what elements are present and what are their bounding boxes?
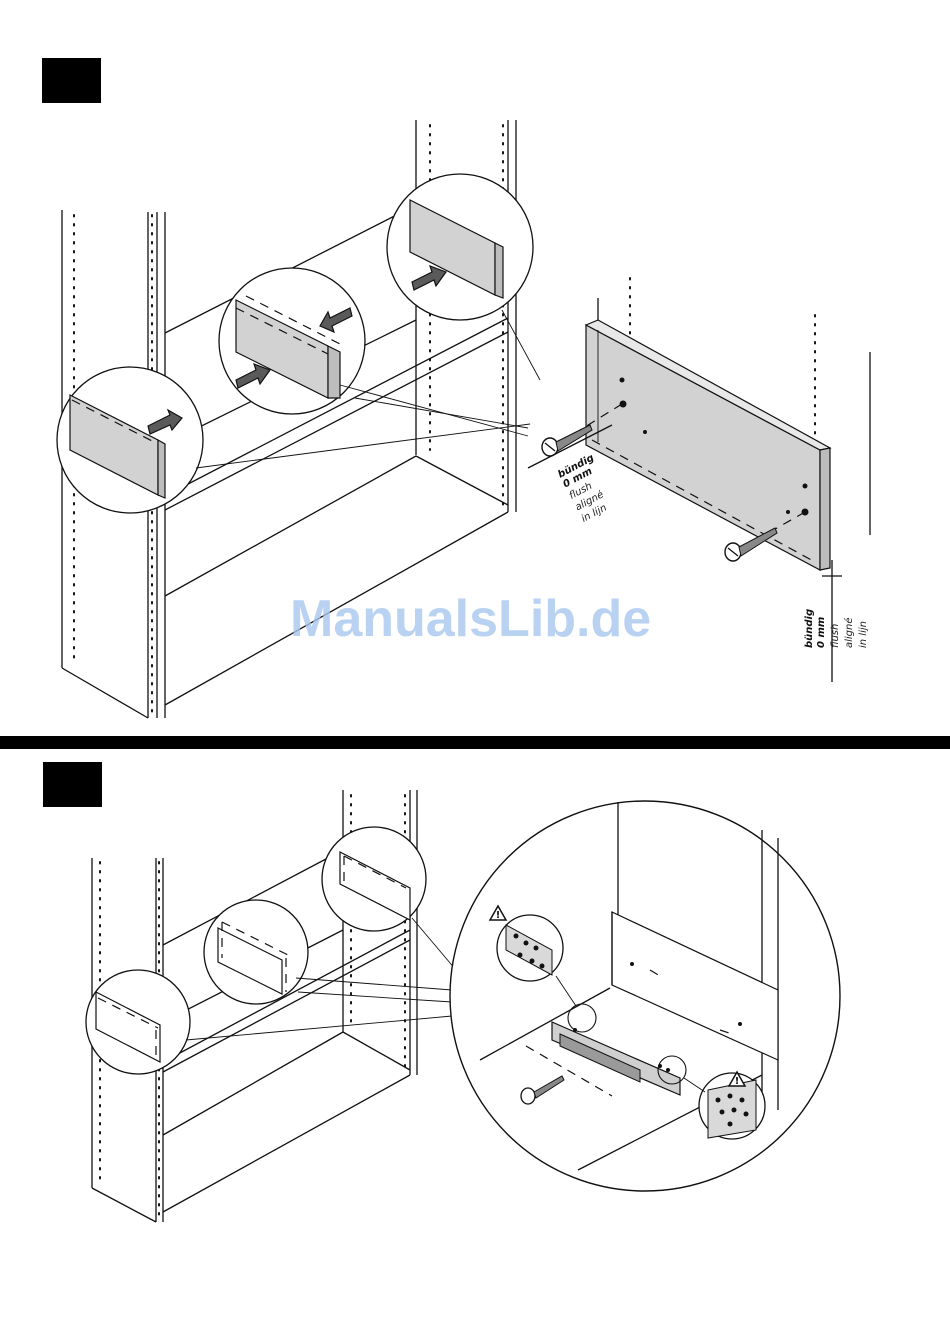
hole-pattern-inset-top (497, 915, 563, 981)
svg-text:!: ! (735, 1076, 740, 1087)
step-1-number-box (42, 58, 101, 103)
step-2-detail-circle-right (322, 827, 426, 931)
step-2-detail-circle-middle (204, 900, 308, 1004)
step-1-detail-circle-left (57, 367, 203, 513)
step-2-detail-circle-left (86, 970, 190, 1074)
watermark: ManualsLib.de (290, 590, 651, 648)
flush-label-2: bündig 0 mm flush aligné in lijn (799, 604, 869, 648)
flush-dimension-2: bündig 0 mm flush aligné in lijn (799, 560, 869, 682)
step-2-detail-magnified (450, 801, 840, 1191)
step-1-detail-circle-middle (219, 268, 365, 414)
step-1-detail-circle-right (387, 174, 533, 320)
svg-text:!: ! (496, 910, 501, 921)
step-1-panel-detail (580, 278, 870, 570)
section-divider (0, 736, 950, 749)
step-2-number-box (43, 762, 102, 807)
screw-icon (542, 425, 592, 456)
